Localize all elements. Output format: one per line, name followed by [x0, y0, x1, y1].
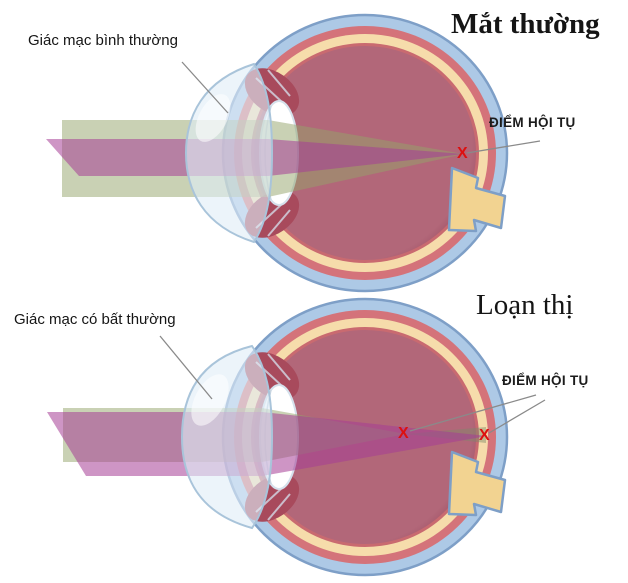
light-beam-magenta-converging: [262, 412, 487, 476]
focal-point-label-astigmatism: ĐIỂM HỘI TỤ: [502, 373, 589, 388]
focal-point-x-mark-retina: X: [479, 427, 490, 444]
cornea-normal-shape: [184, 62, 274, 244]
cornea-astigmatism-shape: [180, 344, 274, 530]
cornea-label-normal: Giác mạc bình thường: [28, 32, 178, 49]
light-beam-magenta-converging: [268, 139, 464, 176]
focal-annotation-line: [466, 140, 541, 154]
focal-annotation-line-retina: [488, 399, 546, 434]
cornea-label-astigmatism: Giác mạc có bất thường: [14, 311, 176, 328]
focal-point-label-normal: ĐIỂM HỘI TỤ: [489, 115, 576, 130]
focal-point-x-mark-near: X: [398, 425, 409, 442]
cornea-highlight: [191, 374, 229, 426]
panel-title-normal: Mắt thường: [451, 8, 600, 40]
cornea-annotation-line: [159, 335, 213, 400]
cornea-annotation-line: [181, 61, 229, 114]
panel-title-astigmatism: Loạn thị: [476, 289, 574, 321]
focal-annotation-line-near: [409, 394, 537, 432]
focal-point-x-mark-normal: X: [457, 145, 468, 162]
